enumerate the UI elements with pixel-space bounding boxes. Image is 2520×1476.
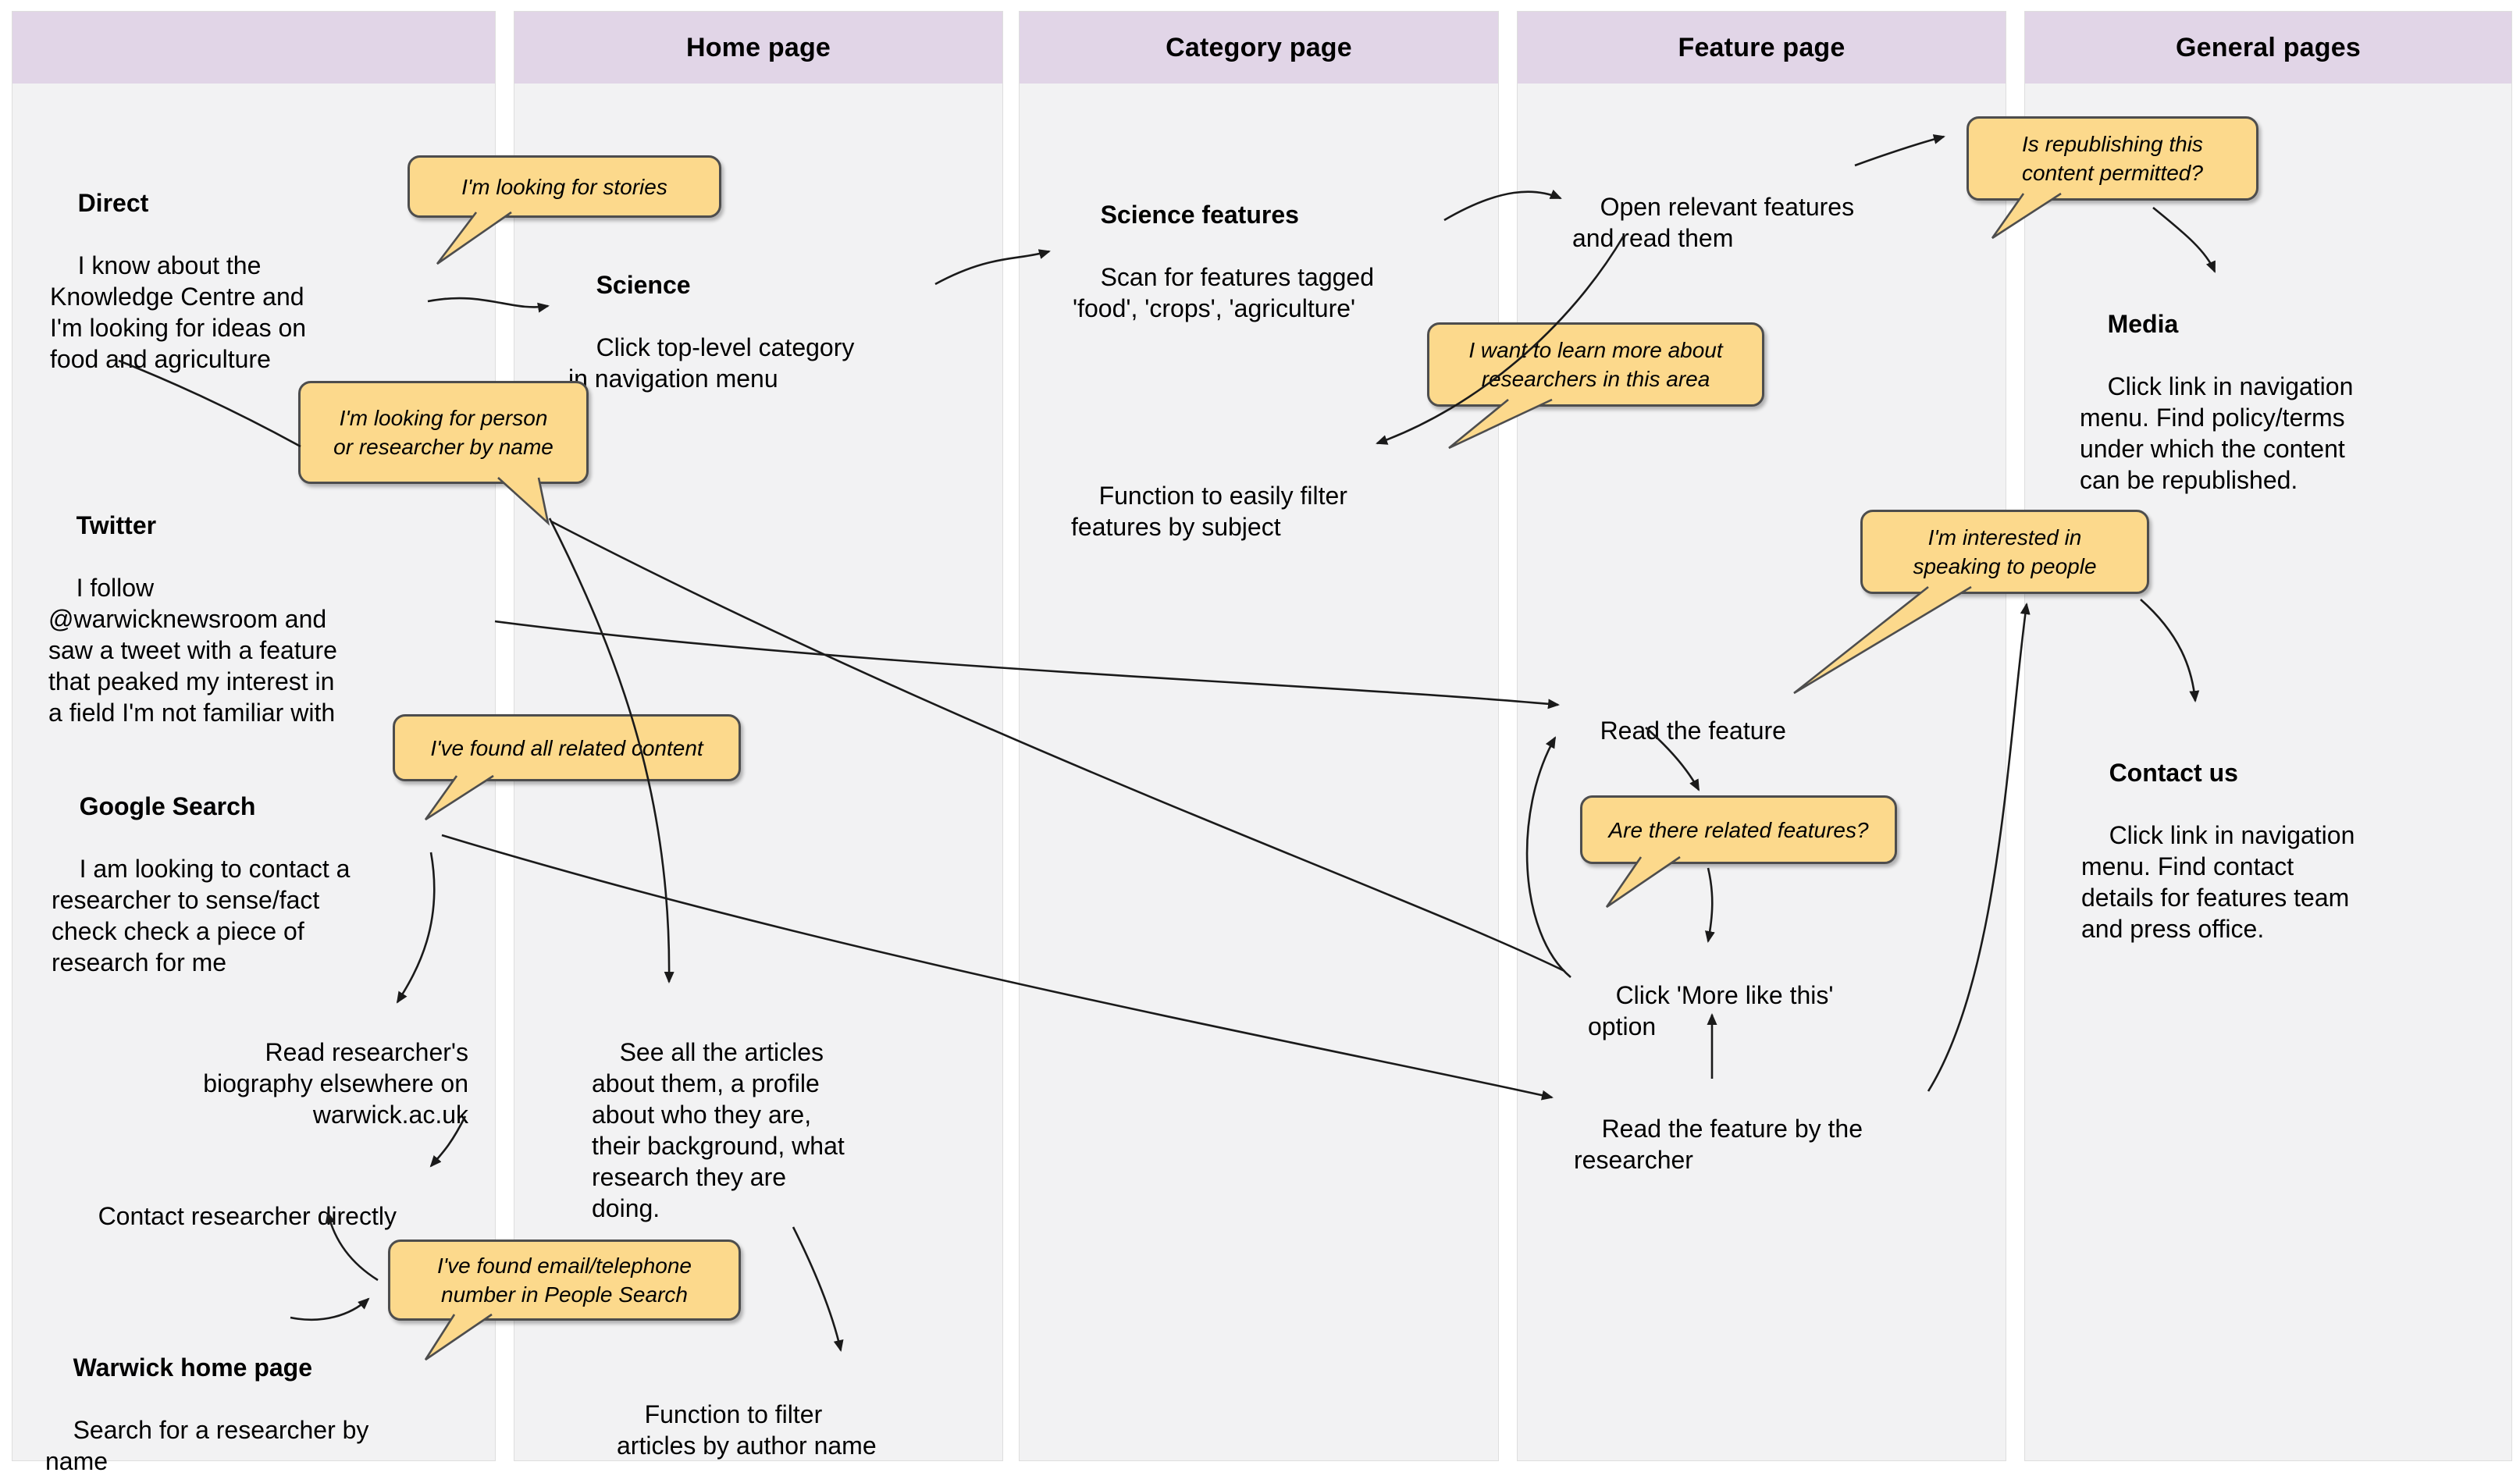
- node-media: Media Click link in navigation menu. Fin…: [2080, 277, 2486, 527]
- node-twitter-body: I follow @warwicknewsroom and saw a twee…: [48, 574, 337, 727]
- node-contact-us: Contact us Click link in navigation menu…: [2081, 726, 2487, 976]
- node-media-body: Click link in navigation menu. Find poli…: [2080, 372, 2354, 494]
- node-more-like-this-body: Click 'More like this' option: [1588, 981, 1834, 1040]
- node-warwick-home: Warwick home page Search for a researche…: [45, 1321, 467, 1476]
- column-header-home-page: Home page: [514, 12, 1002, 84]
- bubble-interested-speaking: I'm interested in speaking to people: [1860, 510, 2149, 594]
- bubble-found-email: I've found email/telephone number in Peo…: [388, 1239, 741, 1321]
- node-direct: Direct I know about the Knowledge Centre…: [50, 156, 440, 406]
- node-read-feature: Read the feature: [1572, 684, 1838, 777]
- node-read-by-researcher-body: Read the feature by the researcher: [1574, 1115, 1863, 1174]
- column-header-general-pages: General pages: [2025, 12, 2511, 84]
- node-twitter: Twitter I follow @warwicknewsroom and sa…: [48, 478, 454, 759]
- node-contact-directly-body: Contact researcher directly: [98, 1202, 397, 1230]
- node-filter-subject-body: Function to easily filter features by su…: [1071, 482, 1347, 541]
- bubble-related-features: Are there related features?: [1580, 795, 1897, 864]
- node-open-relevant-body: Open relevant features and read them: [1572, 193, 1855, 252]
- node-read-biography-body: Read researcher's biography elsewhere on…: [203, 1038, 468, 1129]
- bubble-found-related-content: I've found all related content: [393, 714, 741, 781]
- node-contact-us-body: Click link in navigation menu. Find cont…: [2081, 821, 2355, 943]
- node-contact-us-title: Contact us: [2109, 759, 2238, 787]
- node-direct-title: Direct: [77, 189, 149, 217]
- node-read-feature-body: Read the feature: [1600, 717, 1786, 745]
- node-direct-body: I know about the Knowledge Centre and I'…: [50, 251, 307, 373]
- node-filter-subject: Function to easily filter features by su…: [1071, 449, 1477, 574]
- bubble-looking-for-person: I'm looking for person or researcher by …: [298, 381, 589, 484]
- node-warwick-home-title: Warwick home page: [73, 1353, 313, 1382]
- bubble-learn-more-researchers: I want to learn more about researchers i…: [1427, 322, 1764, 407]
- node-filter-author-body: Function to filter articles by author na…: [617, 1400, 877, 1460]
- node-warwick-home-body: Search for a researcher by name: [45, 1416, 369, 1475]
- column-header-entry: [12, 12, 495, 84]
- bubble-republishing-permitted: Is republishing this content permitted?: [1967, 116, 2258, 201]
- node-science-body: Click top-level category in navigation m…: [568, 333, 855, 393]
- bubble-looking-for-stories: I'm looking for stories: [408, 155, 721, 218]
- node-google-search: Google Search I am looking to contact a …: [52, 759, 457, 1009]
- node-open-relevant: Open relevant features and read them: [1572, 160, 1931, 285]
- node-science-title: Science: [596, 271, 691, 299]
- node-google-search-body: I am looking to contact a researcher to …: [52, 855, 351, 976]
- column-header-category-page: Category page: [1020, 12, 1498, 84]
- node-twitter-title: Twitter: [76, 511, 157, 539]
- node-science-features: Science features Scan for features tagge…: [1073, 168, 1494, 355]
- column-header-feature-page: Feature page: [1518, 12, 2006, 84]
- node-media-title: Media: [2107, 310, 2179, 338]
- node-read-biography: Read researcher's biography elsewhere on…: [109, 1005, 468, 1161]
- node-science: Science Click top-level category in navi…: [568, 238, 974, 425]
- node-filter-author: Function to filter articles by author na…: [617, 1368, 976, 1476]
- node-see-all-articles: See all the articles about them, a profi…: [592, 1005, 959, 1255]
- node-more-like-this: Click 'More like this' option: [1588, 948, 1900, 1073]
- column-general-pages: General pages: [2024, 11, 2512, 1461]
- node-google-search-title: Google Search: [79, 792, 256, 820]
- node-science-features-title: Science features: [1100, 201, 1299, 229]
- node-science-features-body: Scan for features tagged 'food', 'crops'…: [1073, 263, 1375, 322]
- node-see-all-articles-body: See all the articles about them, a profi…: [592, 1038, 845, 1222]
- node-read-by-researcher: Read the feature by the researcher: [1574, 1082, 1941, 1207]
